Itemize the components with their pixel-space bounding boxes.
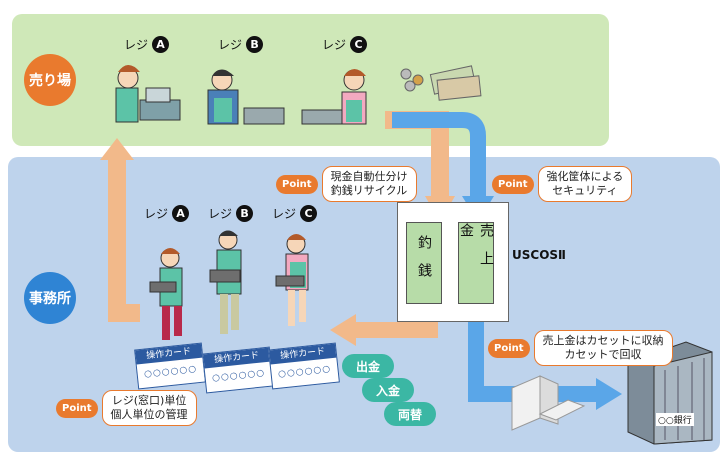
point-line: レジ(窓口)単位 [111,394,187,407]
walker-a [149,248,183,340]
register-prefix: レジ [272,207,297,221]
sales-floor-label: 売り場 [24,54,76,106]
bank-label: ○○銀行 [656,413,694,426]
point-line: 強化筐体による [546,170,624,183]
register-prefix: レジ [144,207,169,221]
point-text: 現金自動仕分け 釣銭リサイクル [321,166,417,202]
point-badge: Point [492,174,534,194]
register-badge: A [152,36,170,53]
sales-cassette: 売上金 [458,222,494,304]
register-prefix: レジ [218,38,243,52]
register-badge: B [236,205,254,222]
point-management: Point レジ(窓口)単位 個人単位の管理 [56,390,197,426]
operation-card: 操作カード ○○○○○○ [268,342,340,390]
return-to-store-arrow [100,138,140,322]
register-label-c-store: レジ C [322,36,368,53]
register-badge: B [246,36,264,53]
register-prefix: レジ [124,38,149,52]
deposit-oval: 入金 [362,378,414,402]
clerk-register-a-store [115,65,181,123]
operation-card: 操作カード ○○○○○○ [134,342,206,390]
register-badge: C [300,205,318,222]
register-badge: A [172,205,190,222]
point-text: 売上金はカセットに収納 カセットで回収 [533,330,673,366]
register-label-b-store: レジ B [218,36,264,53]
exchange-oval: 両替 [384,402,436,426]
point-line: 釣銭リサイクル [330,184,408,197]
point-badge: Point [488,338,530,358]
collected-cassettes [511,375,586,431]
point-line: 現金自動仕分け [330,170,408,183]
point-security: Point 強化筐体による セキュリティ [492,166,633,202]
walker-c [275,234,309,326]
register-label-c-office: レジ C [272,205,318,222]
clerk-register-b-store [207,69,285,125]
office-label: 事務所 [24,272,76,324]
point-text: 強化筐体による セキュリティ [537,166,633,202]
point-line: 個人単位の管理 [110,408,188,421]
change-cassette: 釣銭 [406,222,442,304]
point-badge: Point [56,398,98,418]
register-prefix: レジ [322,38,347,52]
clerk-register-c-store [301,69,367,125]
register-label-a-store: レジ A [124,36,170,53]
register-prefix: レジ [208,207,233,221]
machine-name: USCOSⅡ [512,248,566,262]
point-line: カセットで回収 [564,348,642,361]
withdraw-oval: 出金 [342,354,394,378]
register-label-b-office: レジ B [208,205,254,222]
operation-card: 操作カード ○○○○○○ [202,346,274,394]
point-line: 売上金はカセットに収納 [542,334,664,347]
register-badge: C [350,36,368,53]
register-label-a-office: レジ A [144,205,190,222]
walker-b [209,230,242,334]
point-line: セキュリティ [552,184,618,197]
point-text: レジ(窓口)単位 個人単位の管理 [101,390,197,426]
point-badge: Point [276,174,318,194]
cash-icon [400,65,482,101]
point-recycle: Point 現金自動仕分け 釣銭リサイクル [276,166,417,202]
point-cassette: Point 売上金はカセットに収納 カセットで回収 [488,330,673,366]
